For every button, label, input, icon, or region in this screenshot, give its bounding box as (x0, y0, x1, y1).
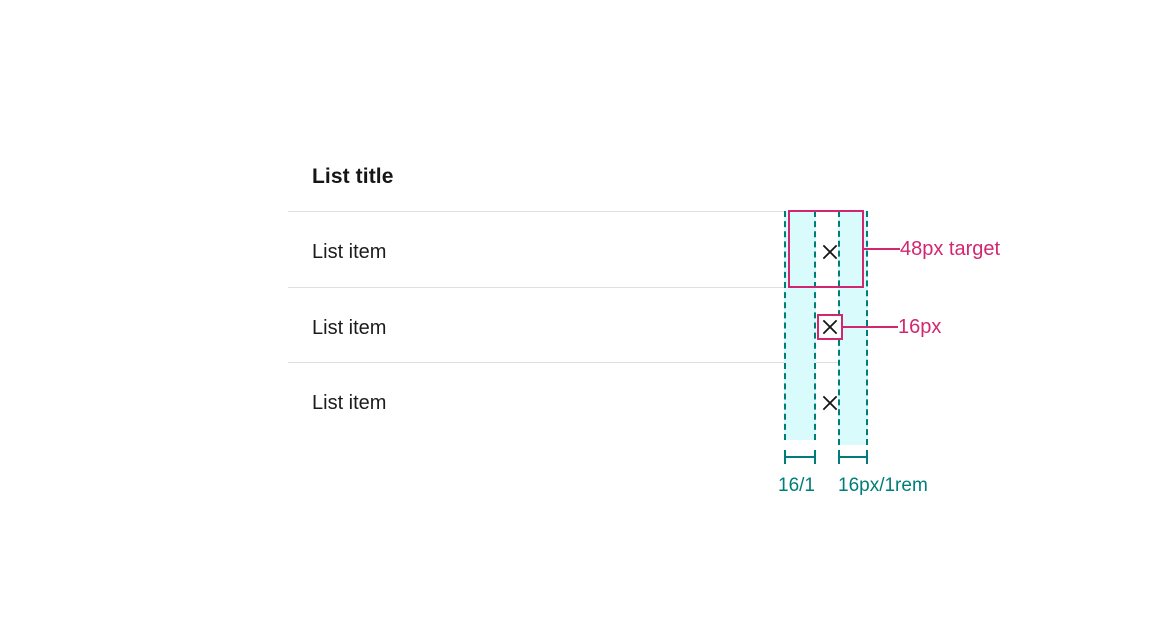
measure-bar-16px-1rem (838, 450, 868, 464)
list-divider-top (288, 211, 868, 212)
leader-line-48px (864, 248, 900, 250)
list-item-label-3: List item (312, 392, 387, 414)
list-item-label-1: List item (312, 241, 387, 263)
close-icon[interactable] (821, 243, 839, 261)
measure-label-16px-1rem: 16px/1rem (838, 475, 928, 496)
measure-rule (784, 456, 816, 458)
close-icon[interactable] (821, 394, 839, 412)
list-item-label-2: List item (312, 317, 387, 339)
leader-line-16px (843, 326, 898, 328)
measure-rule (838, 456, 868, 458)
close-icon[interactable] (821, 318, 839, 336)
list-divider-2 (288, 362, 868, 363)
measure-label-16-1: 16/1 (778, 475, 815, 496)
annotation-label-48px-target: 48px target (900, 238, 1001, 260)
annotation-label-16px: 16px (898, 316, 942, 338)
measure-cap-right (866, 450, 868, 464)
measure-bar-16-1 (784, 450, 816, 464)
list-title: List title (312, 165, 394, 188)
list-divider-1 (288, 287, 868, 288)
target-box-48px (788, 210, 864, 288)
measure-cap-right (814, 450, 816, 464)
